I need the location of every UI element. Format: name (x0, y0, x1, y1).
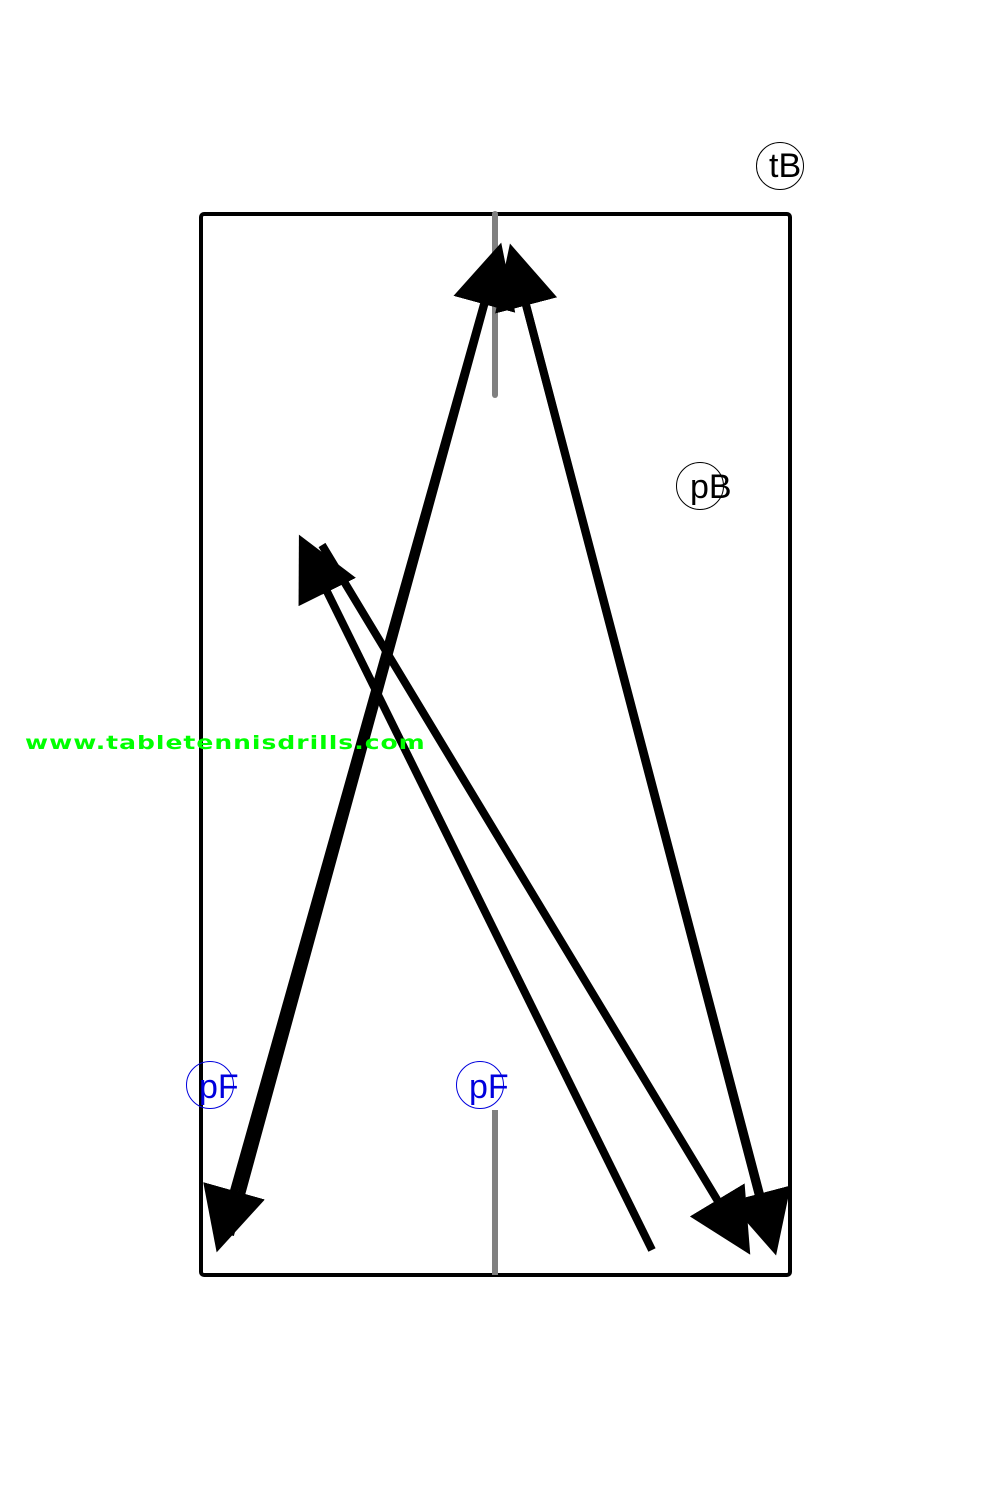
player-marker-pF-left (186, 1061, 234, 1109)
player-marker-pB (676, 462, 724, 510)
player-marker-tB (756, 142, 804, 190)
arrow-mid-left-to-near-right (318, 542, 751, 1255)
player-label-tB: tB (769, 147, 802, 185)
player-label-pB: pB (690, 468, 732, 506)
player-label-pF-center: pF (469, 1068, 509, 1106)
arrow-near-middle-to-mid-left (298, 534, 656, 1252)
arrow-far-center-to-near-left (203, 256, 501, 1253)
player-label-pF-left: pF (199, 1068, 239, 1106)
watermark-text: www.tabletennisdrills.com (25, 731, 426, 754)
arrow-far-center-to-near-right (510, 257, 791, 1256)
player-marker-pF-center (456, 1061, 504, 1109)
